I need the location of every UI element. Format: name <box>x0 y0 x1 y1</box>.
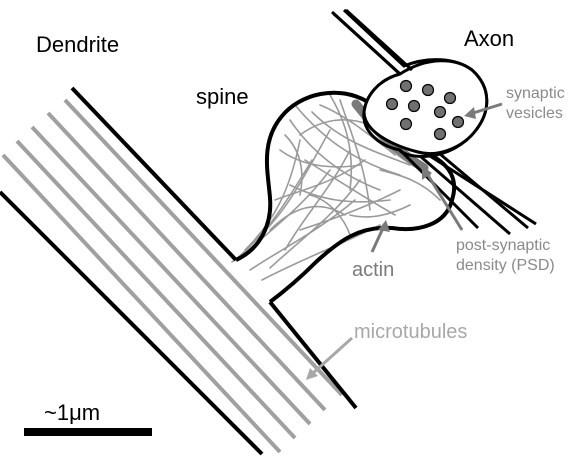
vesicle <box>387 99 398 110</box>
vesicle <box>435 107 446 118</box>
vesicle <box>423 85 434 96</box>
label-scale-bar: ~1μm <box>44 400 100 425</box>
vesicle <box>401 81 412 92</box>
label-psd-line1: post-synaptic <box>456 237 550 254</box>
vesicle <box>409 101 420 112</box>
vesicle <box>401 119 412 130</box>
dendrite-upper-wall <box>72 88 236 260</box>
label-psd-line2: density (PSD) <box>456 257 555 274</box>
label-axon: Axon <box>464 26 514 51</box>
label-spine: spine <box>196 84 249 109</box>
scale-bar <box>24 428 152 436</box>
dendrite-lower-wall <box>270 302 356 408</box>
label-synaptic-vesicles-line2: vesicles <box>506 105 563 122</box>
vesicle <box>445 93 456 104</box>
microtubule <box>48 113 325 410</box>
arrow-microtubules <box>312 338 352 374</box>
vesicle <box>435 129 446 140</box>
label-dendrite: Dendrite <box>36 32 119 57</box>
label-microtubules: microtubules <box>354 321 467 343</box>
microtubule <box>17 141 295 438</box>
label-synaptic-vesicles-line1: synaptic <box>506 85 565 102</box>
vesicle <box>453 117 464 128</box>
arrow-psd <box>426 172 462 230</box>
microtubule <box>65 100 342 395</box>
label-actin: actin <box>352 259 394 281</box>
